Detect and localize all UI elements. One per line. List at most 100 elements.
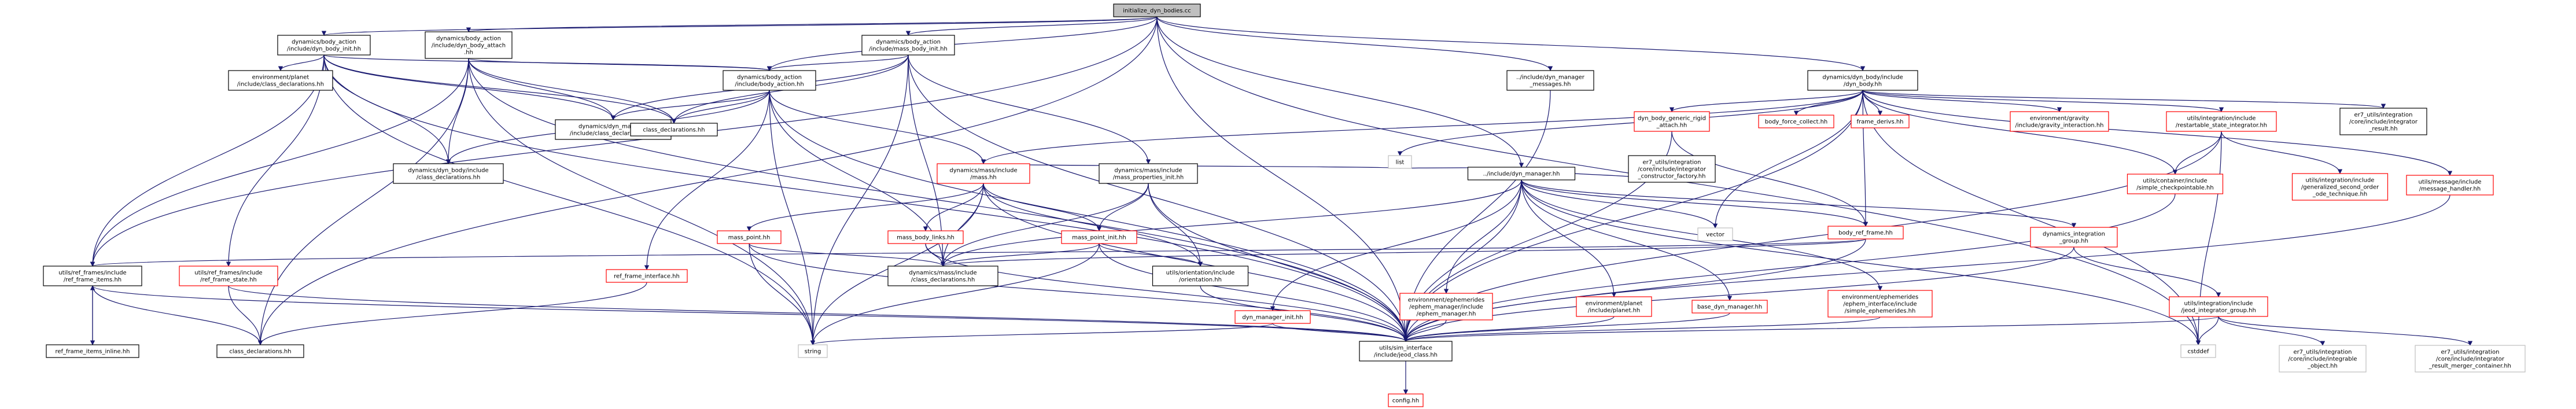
- node-base_dyn_manager[interactable]: base_dyn_manager.hh: [1691, 300, 1768, 314]
- node-label-line: dynamics/dyn_manager: [578, 124, 648, 130]
- node-mass_hh[interactable]: dynamics/mass/include/mass.hh: [937, 163, 1030, 184]
- node-mass_class_decl[interactable]: dynamics/mass/include/class_declarations…: [887, 266, 998, 286]
- node-env_gravity_interaction[interactable]: environment/gravity/include/gravity_inte…: [2010, 111, 2109, 132]
- node-label-line: /jeod_integrator_group.hh: [2181, 308, 2256, 314]
- edge-mass_body_links-to-mass_class_decl: [925, 243, 946, 267]
- node-body_force_collect[interactable]: body_force_collect.hh: [1758, 115, 1834, 128]
- node-frame_derivs[interactable]: frame_derivs.hh: [1851, 115, 1910, 128]
- edge-dyn_body_hh-to-dyn_body_generic_rigid: [1669, 90, 1863, 112]
- node-box: [2127, 174, 2224, 194]
- node-generalized_second_order[interactable]: utils/integration/include/generalized_se…: [2291, 173, 2389, 201]
- edge-dyn_body_attach-to-ref_frame_items: [90, 58, 469, 267]
- node-dyn_manager_init[interactable]: dyn_manager_init.hh: [1234, 310, 1311, 324]
- node-label-line: _object.hh: [2307, 363, 2338, 370]
- node-box: [1099, 163, 1198, 184]
- node-label-line: dynamics_integration: [2043, 231, 2105, 238]
- node-box: [2180, 344, 2216, 358]
- node-er7_constructor_factory[interactable]: er7_utils/integration/core/include/integ…: [1628, 155, 1716, 183]
- node-class_declarations_hh[interactable]: class_declarations.hh: [630, 123, 718, 137]
- node-cstddef: cstddef: [2180, 344, 2216, 358]
- node-mass_body_init[interactable]: dynamics/body_action/include/mass_body_i…: [861, 35, 955, 56]
- node-dyn_body_init[interactable]: dynamics/body_action/include/dyn_body_in…: [277, 35, 371, 56]
- node-root[interactable]: initialize_dyn_bodies.cc: [1113, 3, 1201, 17]
- node-label-line: er7_utils/integration: [2354, 112, 2413, 119]
- node-jeod_class[interactable]: utils/sim_interface/include/jeod_class.h…: [1359, 341, 1453, 362]
- edge-mass_body_links-to-jeod_class: [925, 243, 1409, 342]
- edge-mass_body_init-to-jeod_class: [908, 54, 1409, 342]
- node-label-line: /core/include/integrator: [2436, 356, 2505, 363]
- node-label-line: string: [805, 349, 821, 355]
- edge-dyn_body_hh-to-body_ref_frame: [1862, 90, 1869, 227]
- edge-dyn_manager_hh-to-base_dyn_manager: [1521, 179, 1733, 301]
- edges-layer: [90, 16, 2473, 395]
- node-dyn_manager_messages[interactable]: ../include/dyn_manager_messages.hh: [1506, 70, 1594, 91]
- node-label-line: ../include/dyn_manager: [1516, 75, 1585, 81]
- node-box: [1827, 290, 1933, 318]
- node-box: [1467, 167, 1576, 180]
- node-env_planet_class_decl[interactable]: environment/planet/include/class_declara…: [228, 70, 333, 91]
- node-orientation[interactable]: utils/orientation/include/orientation.hh: [1152, 266, 1249, 286]
- edge-root-to-dyn_body_attach: [466, 16, 1158, 32]
- node-mass_point_init[interactable]: mass_point_init.hh: [1061, 230, 1137, 244]
- node-restartable_state_integrator[interactable]: utils/integration/include/restartable_st…: [2166, 111, 2277, 132]
- edge-ref_frame_items-to-class_declarations_hh_2: [92, 285, 263, 345]
- edge-root-to-class_declarations_hh_2: [257, 16, 1158, 345]
- node-ephem_manager[interactable]: environment/ephemerides/ephem_manager/in…: [1399, 293, 1493, 320]
- node-label-line: dynamics/mass/include: [949, 168, 1017, 174]
- node-label-line: /include/dyn_body_init.hh: [287, 46, 361, 53]
- node-label-line: utils/sim_interface: [1379, 345, 1432, 352]
- edge-body_ref_frame-to-mass_class_decl: [941, 238, 1866, 267]
- node-ref_frame_interface[interactable]: ref_frame_interface.hh: [606, 269, 688, 283]
- edge-dyn_manager_hh-to-ephem_manager: [1443, 179, 1522, 294]
- node-ref_frame_state[interactable]: utils/ref_frames/include/ref_frame_state…: [179, 266, 278, 286]
- edge-root-to-ref_frame_items: [90, 16, 1158, 267]
- node-label-line: dynamics/body_action: [292, 39, 356, 46]
- node-box: [228, 70, 333, 91]
- edge-dyn_body_hh-to-er7_integrator_result: [1862, 90, 2386, 109]
- node-simple_ephemerides[interactable]: environment/ephemerides/ephem_interface/…: [1827, 290, 1933, 318]
- node-dyn_body_attach[interactable]: dynamics/body_action/include/dyn_body_at…: [425, 31, 513, 59]
- node-body_ref_frame[interactable]: body_ref_frame.hh: [1827, 226, 1904, 239]
- node-dyn_body_class_decl[interactable]: dynamics/dyn_body/include/class_declarat…: [393, 163, 504, 184]
- node-env_planet_hh[interactable]: environment/planet/include/planet.hh: [1576, 296, 1652, 317]
- edge-dyn_body_hh-to-body_force_collect: [1793, 90, 1863, 116]
- node-ref_frame_items[interactable]: utils/ref_frames/include/ref_frame_items…: [43, 266, 142, 286]
- node-label-line: environment/ephemerides: [1408, 297, 1485, 304]
- node-ref_frame_items_inline[interactable]: ref_frame_items_inline.hh: [46, 344, 139, 358]
- node-dyn_body_generic_rigid[interactable]: dyn_body_generic_rigid_attach.hh: [1634, 111, 1710, 132]
- node-box: [1388, 155, 1412, 169]
- node-label-line: _group.hh: [2059, 238, 2088, 245]
- node-label-line: _result_merger_container.hh: [2428, 363, 2511, 370]
- node-label-line: environment/gravity: [2030, 116, 2089, 122]
- edge-dyn_manager_hh-to-env_planet_hh: [1521, 179, 1617, 297]
- edge-jeod_integrator_group-to-cstddef: [2195, 316, 2219, 345]
- node-mass_point[interactable]: mass_point.hh: [717, 230, 782, 244]
- node-label-line: /core/include/integrator: [1638, 167, 1707, 173]
- node-label-line: initialize_dyn_bodies.cc: [1123, 8, 1191, 14]
- node-dyn_integration_group[interactable]: dynamics_integration_group.hh: [2030, 227, 2118, 248]
- node-simple_checkpointable[interactable]: utils/container/include/simple_checkpoin…: [2127, 174, 2224, 194]
- edge-dyn_body_init-to-jeod_class: [323, 54, 1409, 342]
- edge-base_dyn_manager-to-jeod_class: [1403, 312, 1730, 342]
- node-config[interactable]: config.hh: [1388, 393, 1424, 407]
- node-box: [937, 163, 1030, 184]
- node-label-line: list: [1396, 160, 1405, 166]
- node-label-line: /class_declarations.hh: [417, 175, 481, 181]
- edge-dyn_body_hh-to-simple_checkpointable: [1862, 90, 2178, 175]
- node-er7_integrator_result[interactable]: er7_utils/integration/core/include/integ…: [2339, 108, 2427, 135]
- edge-root-to-dyn_manager_messages: [1156, 16, 1553, 71]
- edge-root-to-mass_body_init: [906, 16, 1158, 36]
- node-jeod_integrator_group[interactable]: utils/integration/include/jeod_integrato…: [2169, 296, 2268, 317]
- node-message_handler[interactable]: utils/message/include/message_handler.hh: [2406, 175, 2494, 196]
- node-mass_properties_init[interactable]: dynamics/mass/include/mass_properties_in…: [1099, 163, 1198, 184]
- node-box: [2279, 345, 2367, 373]
- node-class_declarations_hh_2[interactable]: class_declarations.hh: [216, 344, 304, 358]
- node-dyn_body_hh[interactable]: dynamics/dyn_body/include/dyn_body.hh: [1807, 70, 1918, 91]
- node-box: [2010, 111, 2109, 132]
- node-mass_body_links[interactable]: mass_body_links.hh: [887, 230, 964, 244]
- node-body_action_hh[interactable]: dynamics/body_action/include/body_action…: [723, 70, 816, 91]
- node-label-line: er7_utils/integration: [2294, 349, 2352, 356]
- edge-body_action_hh-to-ref_frame_interface: [644, 90, 770, 270]
- node-dyn_manager_hh[interactable]: ../include/dyn_manager.hh: [1467, 167, 1576, 180]
